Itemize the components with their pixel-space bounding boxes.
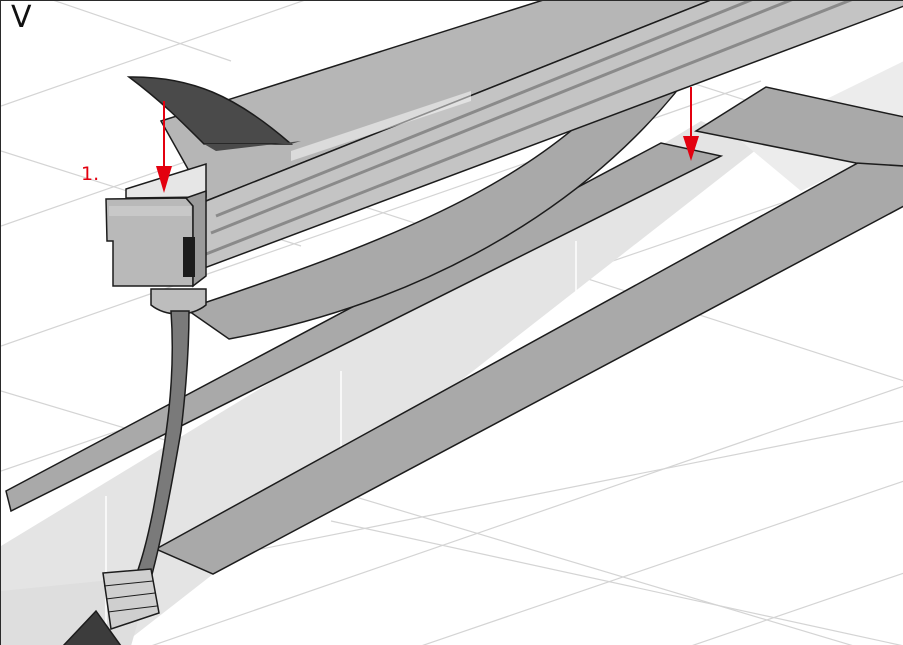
- release-liner: [126, 76, 301, 151]
- arrow-down-icon: [156, 101, 172, 193]
- step-number-label: 1.: [81, 163, 100, 185]
- profile-body: [159, 1, 903, 275]
- adhesive-strip-right: [154, 152, 903, 575]
- adhesive-flap-far: [694, 86, 903, 167]
- cable-connector: [62, 568, 160, 645]
- end-cap: [105, 162, 207, 288]
- arrow-down-icon: [683, 87, 699, 161]
- panel-letter: V: [11, 0, 32, 35]
